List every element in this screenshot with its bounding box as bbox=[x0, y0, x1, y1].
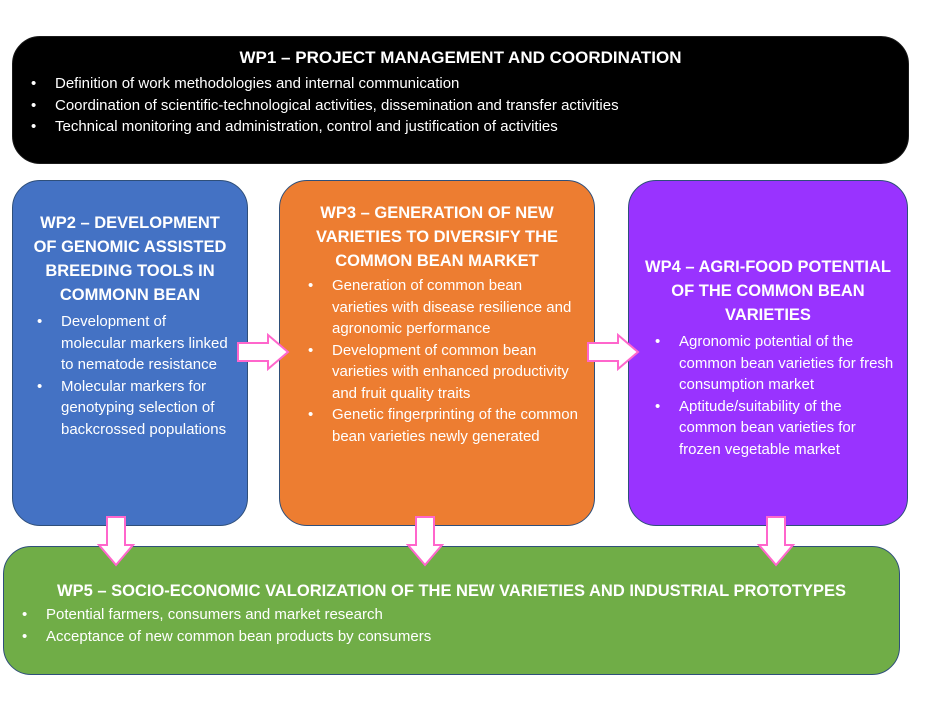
wp4-box: WP4 – AGRI-FOOD POTENTIAL OF THE COMMON … bbox=[628, 180, 908, 526]
arrow-down-icon bbox=[97, 516, 135, 567]
list-item: Coordination of scientific-technological… bbox=[31, 95, 908, 117]
list-item: Technical monitoring and administration,… bbox=[31, 116, 908, 138]
wp5-list: Potential farmers, consumers and market … bbox=[22, 604, 899, 648]
wp2-box: WP2 – DEVELOPMENT OF GENOMIC ASSISTED BR… bbox=[12, 180, 248, 526]
list-item: Agronomic potential of the common bean v… bbox=[655, 331, 895, 396]
wp5-title: WP5 – SOCIO-ECONOMIC VALORIZATION OF THE… bbox=[57, 582, 846, 600]
list-item: Genetic fingerprinting of the common bea… bbox=[308, 404, 580, 447]
list-item: Acceptance of new common bean products b… bbox=[22, 626, 899, 648]
arrow-right-icon bbox=[587, 333, 640, 371]
list-item: Development of common bean varieties wit… bbox=[308, 340, 580, 405]
list-item: Aptitude/suitability of the common bean … bbox=[655, 396, 895, 461]
wp3-box: WP3 – GENERATION OF NEW VARIETIES TO DIV… bbox=[279, 180, 595, 526]
wp2-title: WP2 – DEVELOPMENT OF GENOMIC ASSISTED BR… bbox=[33, 214, 227, 304]
arrow-down-icon bbox=[757, 516, 795, 567]
arrow-down-icon bbox=[406, 516, 444, 567]
wp1-title: WP1 – PROJECT MANAGEMENT AND COORDINATIO… bbox=[239, 48, 682, 67]
list-item: Molecular markers for genotyping selecti… bbox=[37, 376, 235, 441]
wp2-list: Development of molecular markers linked … bbox=[37, 311, 235, 441]
wp3-list: Generation of common bean varieties with… bbox=[308, 275, 580, 447]
arrow-right-icon bbox=[237, 333, 290, 371]
wp4-title: WP4 – AGRI-FOOD POTENTIAL OF THE COMMON … bbox=[645, 258, 891, 324]
wp1-box: WP1 – PROJECT MANAGEMENT AND COORDINATIO… bbox=[12, 36, 909, 164]
wp5-box: WP5 – SOCIO-ECONOMIC VALORIZATION OF THE… bbox=[3, 546, 900, 675]
list-item: Development of molecular markers linked … bbox=[37, 311, 235, 376]
list-item: Potential farmers, consumers and market … bbox=[22, 604, 899, 626]
wp4-list: Agronomic potential of the common bean v… bbox=[655, 331, 895, 461]
list-item: Generation of common bean varieties with… bbox=[308, 275, 580, 340]
wp3-title: WP3 – GENERATION OF NEW VARIETIES TO DIV… bbox=[315, 204, 559, 270]
list-item: Definition of work methodologies and int… bbox=[31, 73, 908, 95]
wp1-list: Definition of work methodologies and int… bbox=[31, 73, 908, 138]
